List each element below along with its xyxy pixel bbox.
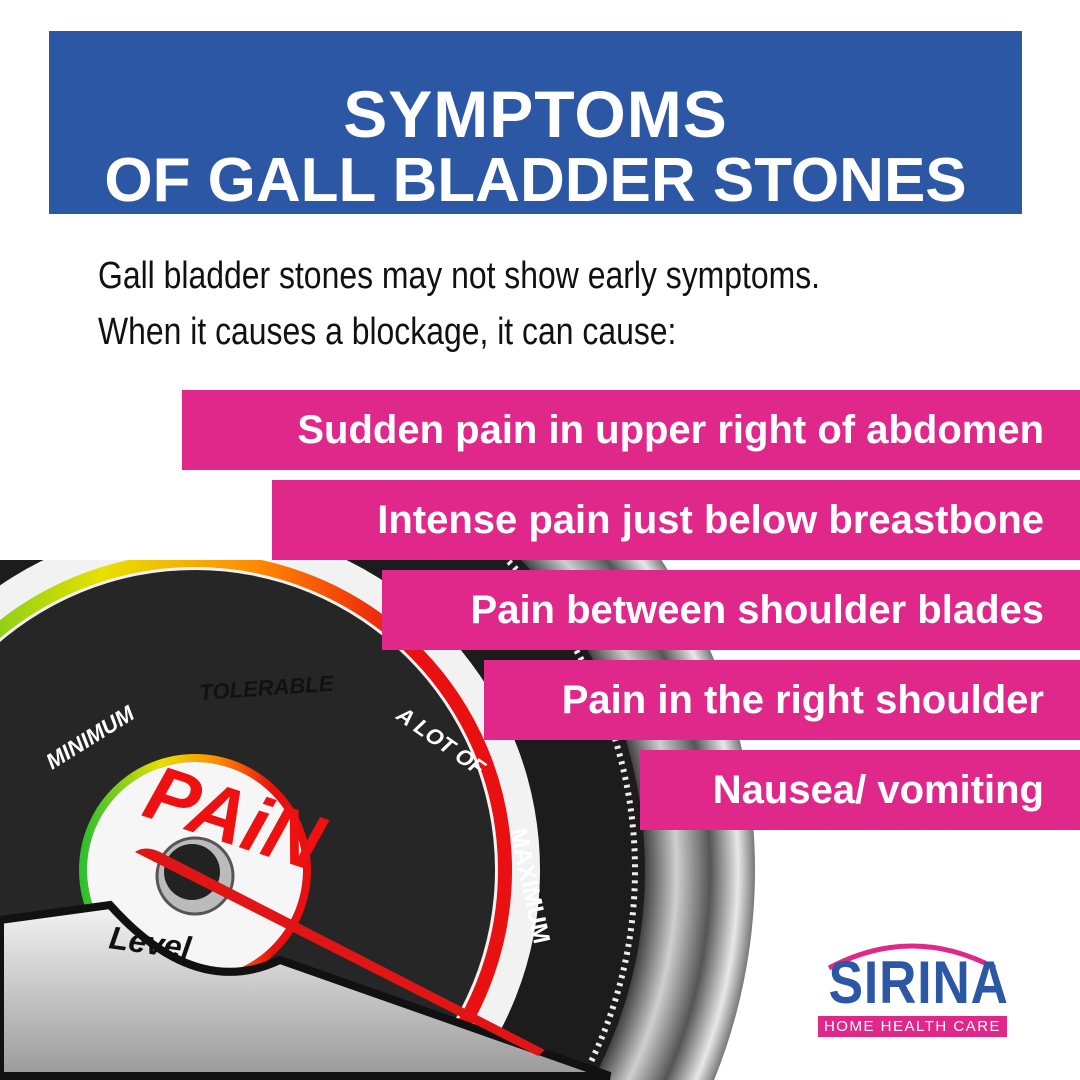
logo-arc-icon — [827, 943, 997, 971]
gauge-base — [0, 900, 612, 1080]
symptom-item-5: Nausea/ vomiting — [640, 750, 1080, 830]
title-line-1: SYMPTOMS — [343, 77, 728, 151]
gauge-needle — [135, 848, 545, 1056]
gauge-color-arc — [0, 560, 512, 1075]
intro-line-1: Gall bladder stones may not show early s… — [98, 255, 821, 297]
symptom-item-1: Sudden pain in upper right of abdomen — [182, 390, 1080, 470]
symptom-item-2: Intense pain just below breastbone — [272, 480, 1080, 560]
sirina-logo: SIRINA HOME HEALTH CARE — [815, 932, 1010, 1042]
title-line-2: OF GALL BLADDER STONES — [104, 146, 967, 215]
symptom-item-4: Pain in the right shoulder — [484, 660, 1080, 740]
logo-name: SIRINA — [828, 949, 1009, 1016]
pain-gauge-illustration: MINIMUM TOLERABLE A LOT OF MAXIMUM PAiN … — [0, 560, 755, 1080]
title-banner: SYMPTOMS OF GALL BLADDER STONES — [49, 31, 1022, 214]
symptom-item-3: Pain between shoulder blades — [382, 570, 1080, 650]
logo-tagline: HOME HEALTH CARE — [818, 1016, 1007, 1037]
intro-line-2: When it causes a blockage, it can cause: — [98, 311, 677, 353]
